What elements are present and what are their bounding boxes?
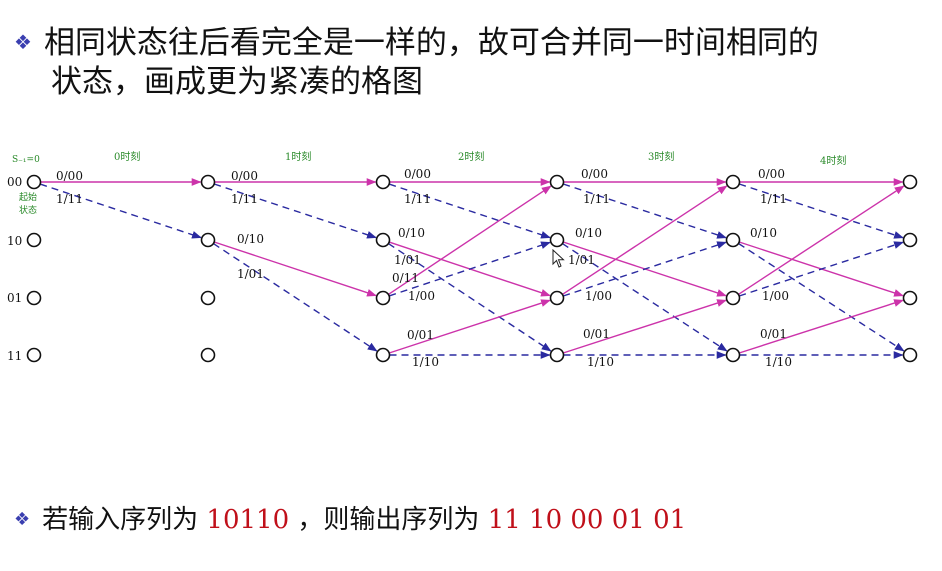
input-0-edge — [213, 241, 377, 297]
start-state-label: S₋₁=0 — [12, 155, 40, 165]
input-1-edge — [738, 183, 904, 239]
trellis-nodes — [26, 174, 918, 363]
edge-label: 1/00 — [585, 289, 612, 303]
edge-label: 0/00 — [56, 169, 83, 183]
conclusion-line: ❖ 若输入序列为 10110 ，则输出序列为 11 10 00 01 01 — [14, 502, 686, 538]
start-caption-2: 状态 — [19, 204, 37, 216]
heading-text-1: 相同状态往后看完全是一样的，故可合并同一时间相同的 — [43, 25, 819, 61]
heading-line-1: ❖ 相同状态往后看完全是一样的，故可合并同一时间相同的 — [14, 22, 819, 63]
state-node-00 — [200, 174, 216, 190]
state-node-01 — [375, 290, 391, 306]
input-1-edge — [388, 183, 551, 239]
input-1-edge — [39, 183, 202, 239]
state-node-11 — [902, 347, 918, 363]
edge-label: 0/10 — [575, 226, 602, 240]
state-node-01 — [26, 290, 42, 306]
time-label-4: 4时刻 — [820, 154, 846, 167]
state-node-11 — [26, 347, 42, 363]
trellis-diagram: S₋₁=0 起始 状态 0时刻 1时刻 2时刻 3时刻 4时刻 00 10 01… — [7, 150, 918, 369]
edge-label: 0/01 — [760, 327, 787, 341]
state-node-01 — [549, 290, 565, 306]
state-label-01: 01 — [7, 291, 22, 305]
state-node-10 — [902, 232, 918, 248]
edge-label: 0/01 — [407, 328, 434, 342]
state-node-01 — [200, 290, 216, 306]
heading-line-2: 状态，画成更为紧凑的格图 — [51, 64, 423, 100]
input-1-edge — [388, 241, 551, 297]
edge-label: 0/11 — [392, 271, 419, 285]
state-node-11 — [200, 347, 216, 363]
state-label-00: 00 — [7, 175, 22, 189]
state-node-00 — [549, 174, 565, 190]
state-node-11 — [549, 347, 565, 363]
input-0-edge — [738, 299, 904, 354]
diamond-bullet-icon: ❖ — [14, 30, 32, 54]
edge-label: 1/11 — [404, 192, 431, 206]
state-label-10: 10 — [7, 234, 22, 248]
edge-label: 0/10 — [750, 226, 777, 240]
state-node-11 — [375, 347, 391, 363]
edge-label: 1/10 — [412, 355, 439, 369]
time-label-2: 2时刻 — [458, 150, 484, 163]
state-node-00 — [902, 174, 918, 190]
input-1-edge — [562, 243, 728, 352]
conclusion-middle: ，则输出序列为 — [297, 505, 480, 535]
edge-label: 0/00 — [231, 169, 258, 183]
input-1-edge — [213, 183, 377, 239]
start-caption-1: 起始 — [19, 191, 37, 203]
output-sequence: 11 10 00 01 01 — [487, 505, 687, 535]
edge-label: 1/11 — [56, 192, 83, 206]
edge-label: 1/00 — [408, 289, 435, 303]
edge-label: 1/01 — [237, 267, 264, 281]
input-0-edge — [388, 185, 552, 295]
input-0-edge — [562, 299, 727, 354]
state-node-01 — [725, 290, 741, 306]
edge-label: 1/11 — [583, 192, 610, 206]
input-1-edge — [738, 241, 904, 297]
edge-label: 0/10 — [398, 226, 425, 240]
state-node-10 — [26, 232, 42, 248]
state-node-00 — [725, 174, 741, 190]
diamond-bullet-icon: ❖ — [14, 509, 31, 530]
input-0-edge — [738, 185, 905, 295]
edge-label: 0/00 — [581, 167, 608, 181]
state-node-11 — [725, 347, 741, 363]
edge-label: 1/01 — [568, 253, 595, 267]
edge-label: 1/11 — [760, 192, 787, 206]
state-node-01 — [902, 290, 918, 306]
state-label-11: 11 — [7, 349, 22, 363]
edge-label: 0/10 — [237, 232, 264, 246]
input-sequence: 10110 — [206, 505, 290, 535]
input-0-edge — [388, 299, 551, 354]
state-node-10 — [725, 232, 741, 248]
edge-label: 0/00 — [404, 167, 431, 181]
state-node-10 — [549, 232, 565, 248]
time-label-1: 1时刻 — [285, 150, 311, 163]
edge-label: 0/01 — [583, 327, 610, 341]
edge-label: 1/11 — [231, 192, 258, 206]
input-0-edge — [562, 185, 728, 295]
conclusion-prefix: 若输入序列为 — [42, 505, 199, 535]
state-node-10 — [200, 232, 216, 248]
state-node-00 — [375, 174, 391, 190]
state-node-00 — [26, 174, 42, 190]
input-1-edge — [213, 243, 378, 352]
edge-label: 1/00 — [762, 289, 789, 303]
edge-label: 1/10 — [765, 355, 792, 369]
input-1-edge — [562, 183, 727, 239]
edge-label: 0/00 — [758, 167, 785, 181]
mouse-pointer-icon — [552, 249, 565, 268]
state-node-10 — [375, 232, 391, 248]
time-label-3: 3时刻 — [648, 150, 674, 163]
edge-label: 1/10 — [587, 355, 614, 369]
trellis-edges — [39, 178, 905, 359]
input-1-edge — [738, 242, 905, 352]
input-1-edge — [388, 243, 552, 352]
edge-label: 1/01 — [394, 253, 421, 267]
input-1-edge — [562, 241, 727, 297]
time-label-0: 0时刻 — [114, 150, 140, 163]
